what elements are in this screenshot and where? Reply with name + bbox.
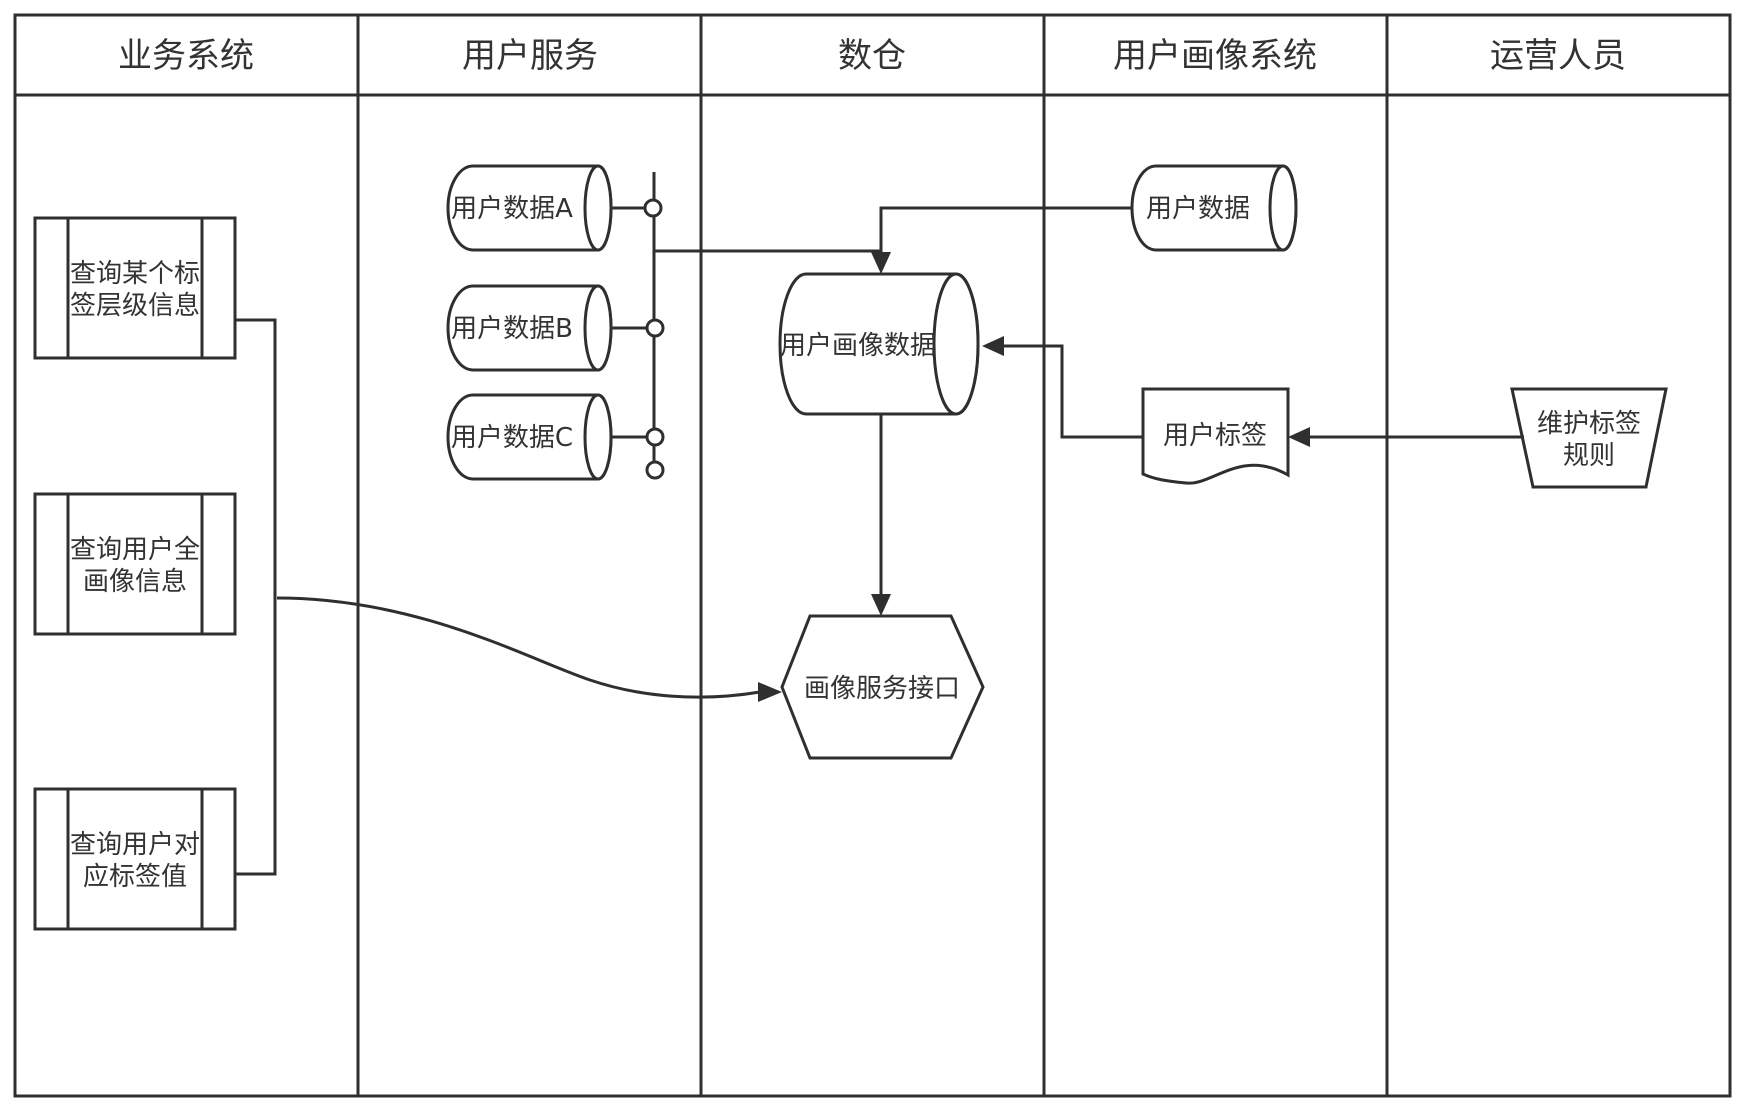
process-label-line1: 查询用户对 xyxy=(70,830,200,860)
lane-title-business-system: 业务系统 xyxy=(118,36,254,76)
arrowhead-into-portrait-top xyxy=(871,252,891,274)
connector-tags-to-portrait xyxy=(1004,344,1143,439)
cylinder-user-data-a: 用户数据A xyxy=(446,164,613,252)
cylinder-user-data: 用户数据 xyxy=(1130,164,1298,252)
bus-port-a xyxy=(643,198,663,218)
lane-title-data-warehouse: 数仓 xyxy=(838,36,906,76)
cylinder-user-portrait-data: 用户画像数据 xyxy=(778,272,980,416)
process-label-line1: 查询用户全 xyxy=(70,535,200,565)
cylinder-label: 用户画像数据 xyxy=(780,331,936,361)
manual-op-label-line2: 规则 xyxy=(1563,441,1615,471)
document-user-tags: 用户标签 xyxy=(1141,387,1290,485)
arrowhead-to-api xyxy=(758,682,782,702)
cylinder-label: 用户数据 xyxy=(1146,194,1250,224)
connector-user-data-to-portrait xyxy=(879,206,1133,252)
process-label-line2: 应标签值 xyxy=(83,862,187,892)
bus-port-end xyxy=(645,460,665,480)
manual-op-maintain-tag-rules: 维护标签 规则 xyxy=(1510,387,1668,489)
cylinder-label: 用户数据A xyxy=(451,194,573,224)
lane-title-user-service: 用户服务 xyxy=(462,36,598,76)
arrowhead-into-portrait-side xyxy=(982,336,1004,356)
lane-title-operations-staff: 运营人员 xyxy=(1490,36,1626,76)
connector-bus-to-portrait xyxy=(654,249,883,253)
arrowhead-into-api xyxy=(871,594,891,616)
cylinder-label: 用户数据B xyxy=(451,314,573,344)
diagram-frame xyxy=(13,13,1732,1098)
cylinder-user-data-b: 用户数据B xyxy=(446,284,613,372)
query-group-bracket xyxy=(235,318,277,876)
manual-op-label-line1: 维护标签 xyxy=(1537,409,1641,439)
lane-title-user-portrait-system: 用户画像系统 xyxy=(1113,36,1317,76)
connector-queries-to-api xyxy=(276,596,761,699)
bus-port-c xyxy=(645,427,665,447)
cylinder-label: 用户数据C xyxy=(451,423,573,453)
process-label-line2: 签层级信息 xyxy=(70,291,200,321)
hexagon-label: 画像服务接口 xyxy=(804,674,960,704)
arrowhead-into-tags xyxy=(1288,427,1310,447)
process-query-full-portrait: 查询用户全 画像信息 xyxy=(33,492,237,636)
process-label-line2: 画像信息 xyxy=(83,567,187,597)
cylinder-user-data-c: 用户数据C xyxy=(446,393,613,481)
document-label: 用户标签 xyxy=(1163,421,1267,451)
process-label-line1: 查询某个标 xyxy=(70,259,200,289)
bus-port-b xyxy=(645,318,665,338)
hexagon-portrait-service-api: 画像服务接口 xyxy=(780,614,985,760)
process-query-tag-value: 查询用户对 应标签值 xyxy=(33,787,237,931)
process-query-tag-level: 查询某个标 签层级信息 xyxy=(33,216,237,360)
